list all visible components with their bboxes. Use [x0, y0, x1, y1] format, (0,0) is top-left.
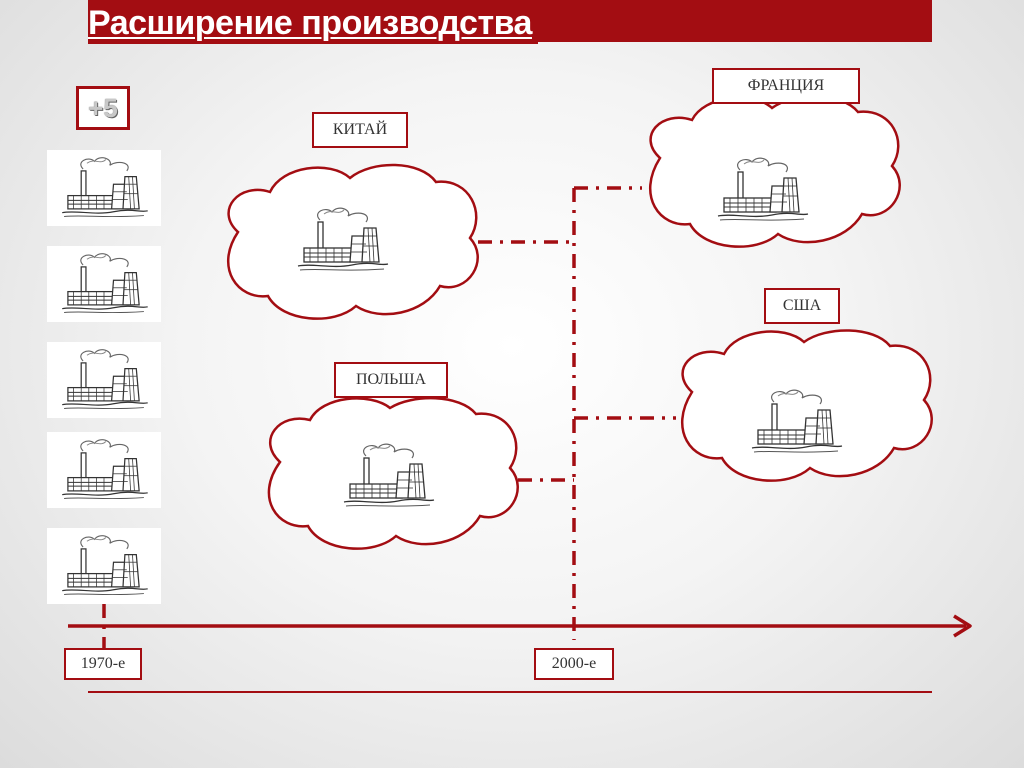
cloud-usa: [682, 330, 932, 480]
factory-icon: [47, 150, 161, 226]
timeline-label-start: 1970-е: [64, 648, 142, 680]
timeline-arrow: [68, 616, 970, 636]
factory-icon: [47, 342, 161, 418]
cloud-poland: [269, 398, 518, 548]
cloud-france: [650, 96, 900, 246]
timeline-label-end: 2000-е: [534, 648, 614, 680]
factory-stack: [47, 150, 161, 604]
label-poland: ПОЛЬША: [334, 362, 448, 398]
factory-icon: [47, 246, 161, 322]
label-usa: США: [764, 288, 840, 324]
cloud-china: [228, 165, 478, 319]
factory-icon: [47, 528, 161, 604]
factory-icon: [47, 432, 161, 508]
label-france: ФРАНЦИЯ: [712, 68, 860, 104]
label-china: КИТАЙ: [312, 112, 408, 148]
